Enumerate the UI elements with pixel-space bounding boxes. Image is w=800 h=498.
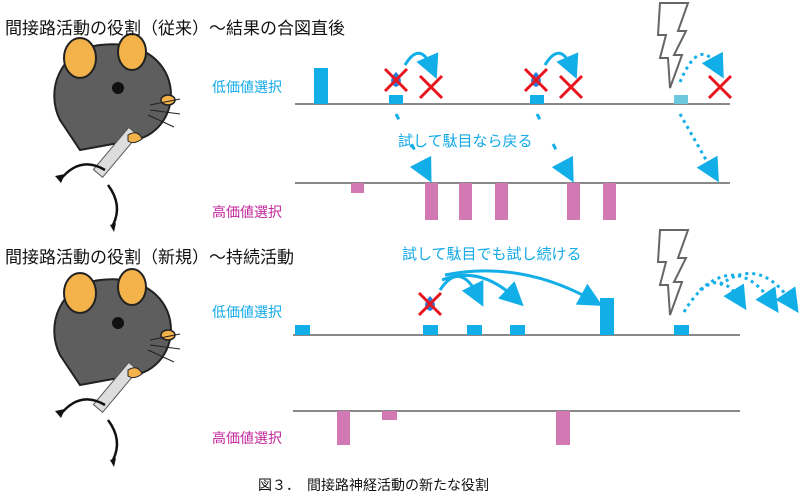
shock-bolt-icon-bottom — [657, 229, 689, 316]
top-high-value-label: 高価値選択 — [212, 205, 282, 221]
bottom-note: 試して駄目でも試し続ける — [402, 245, 582, 263]
bottom-low-value-label: 低価値選択 — [212, 305, 282, 321]
low-value-bars-top — [314, 68, 688, 104]
high-value-bars-bottom — [337, 411, 570, 445]
bottom-title: 間接路活動の役割（新規）〜持続活動 — [5, 248, 294, 268]
top-title: 間接路活動の役割（従来）〜結果の合図直後 — [5, 19, 345, 39]
mouse-illustration-bottom — [54, 269, 180, 467]
top-low-value-label: 低価値選択 — [212, 80, 282, 96]
high-value-bars-top — [351, 183, 616, 220]
figure-caption: 図３． 間接路神経活動の新たな役割 — [258, 478, 489, 494]
cross-icons-top — [383, 67, 733, 100]
mouse-illustration-top — [54, 34, 180, 232]
top-note: 試して駄目なら戻る — [398, 132, 533, 150]
bottom-high-value-label: 高価値選択 — [212, 431, 282, 447]
low-value-bars-bottom — [295, 298, 689, 335]
